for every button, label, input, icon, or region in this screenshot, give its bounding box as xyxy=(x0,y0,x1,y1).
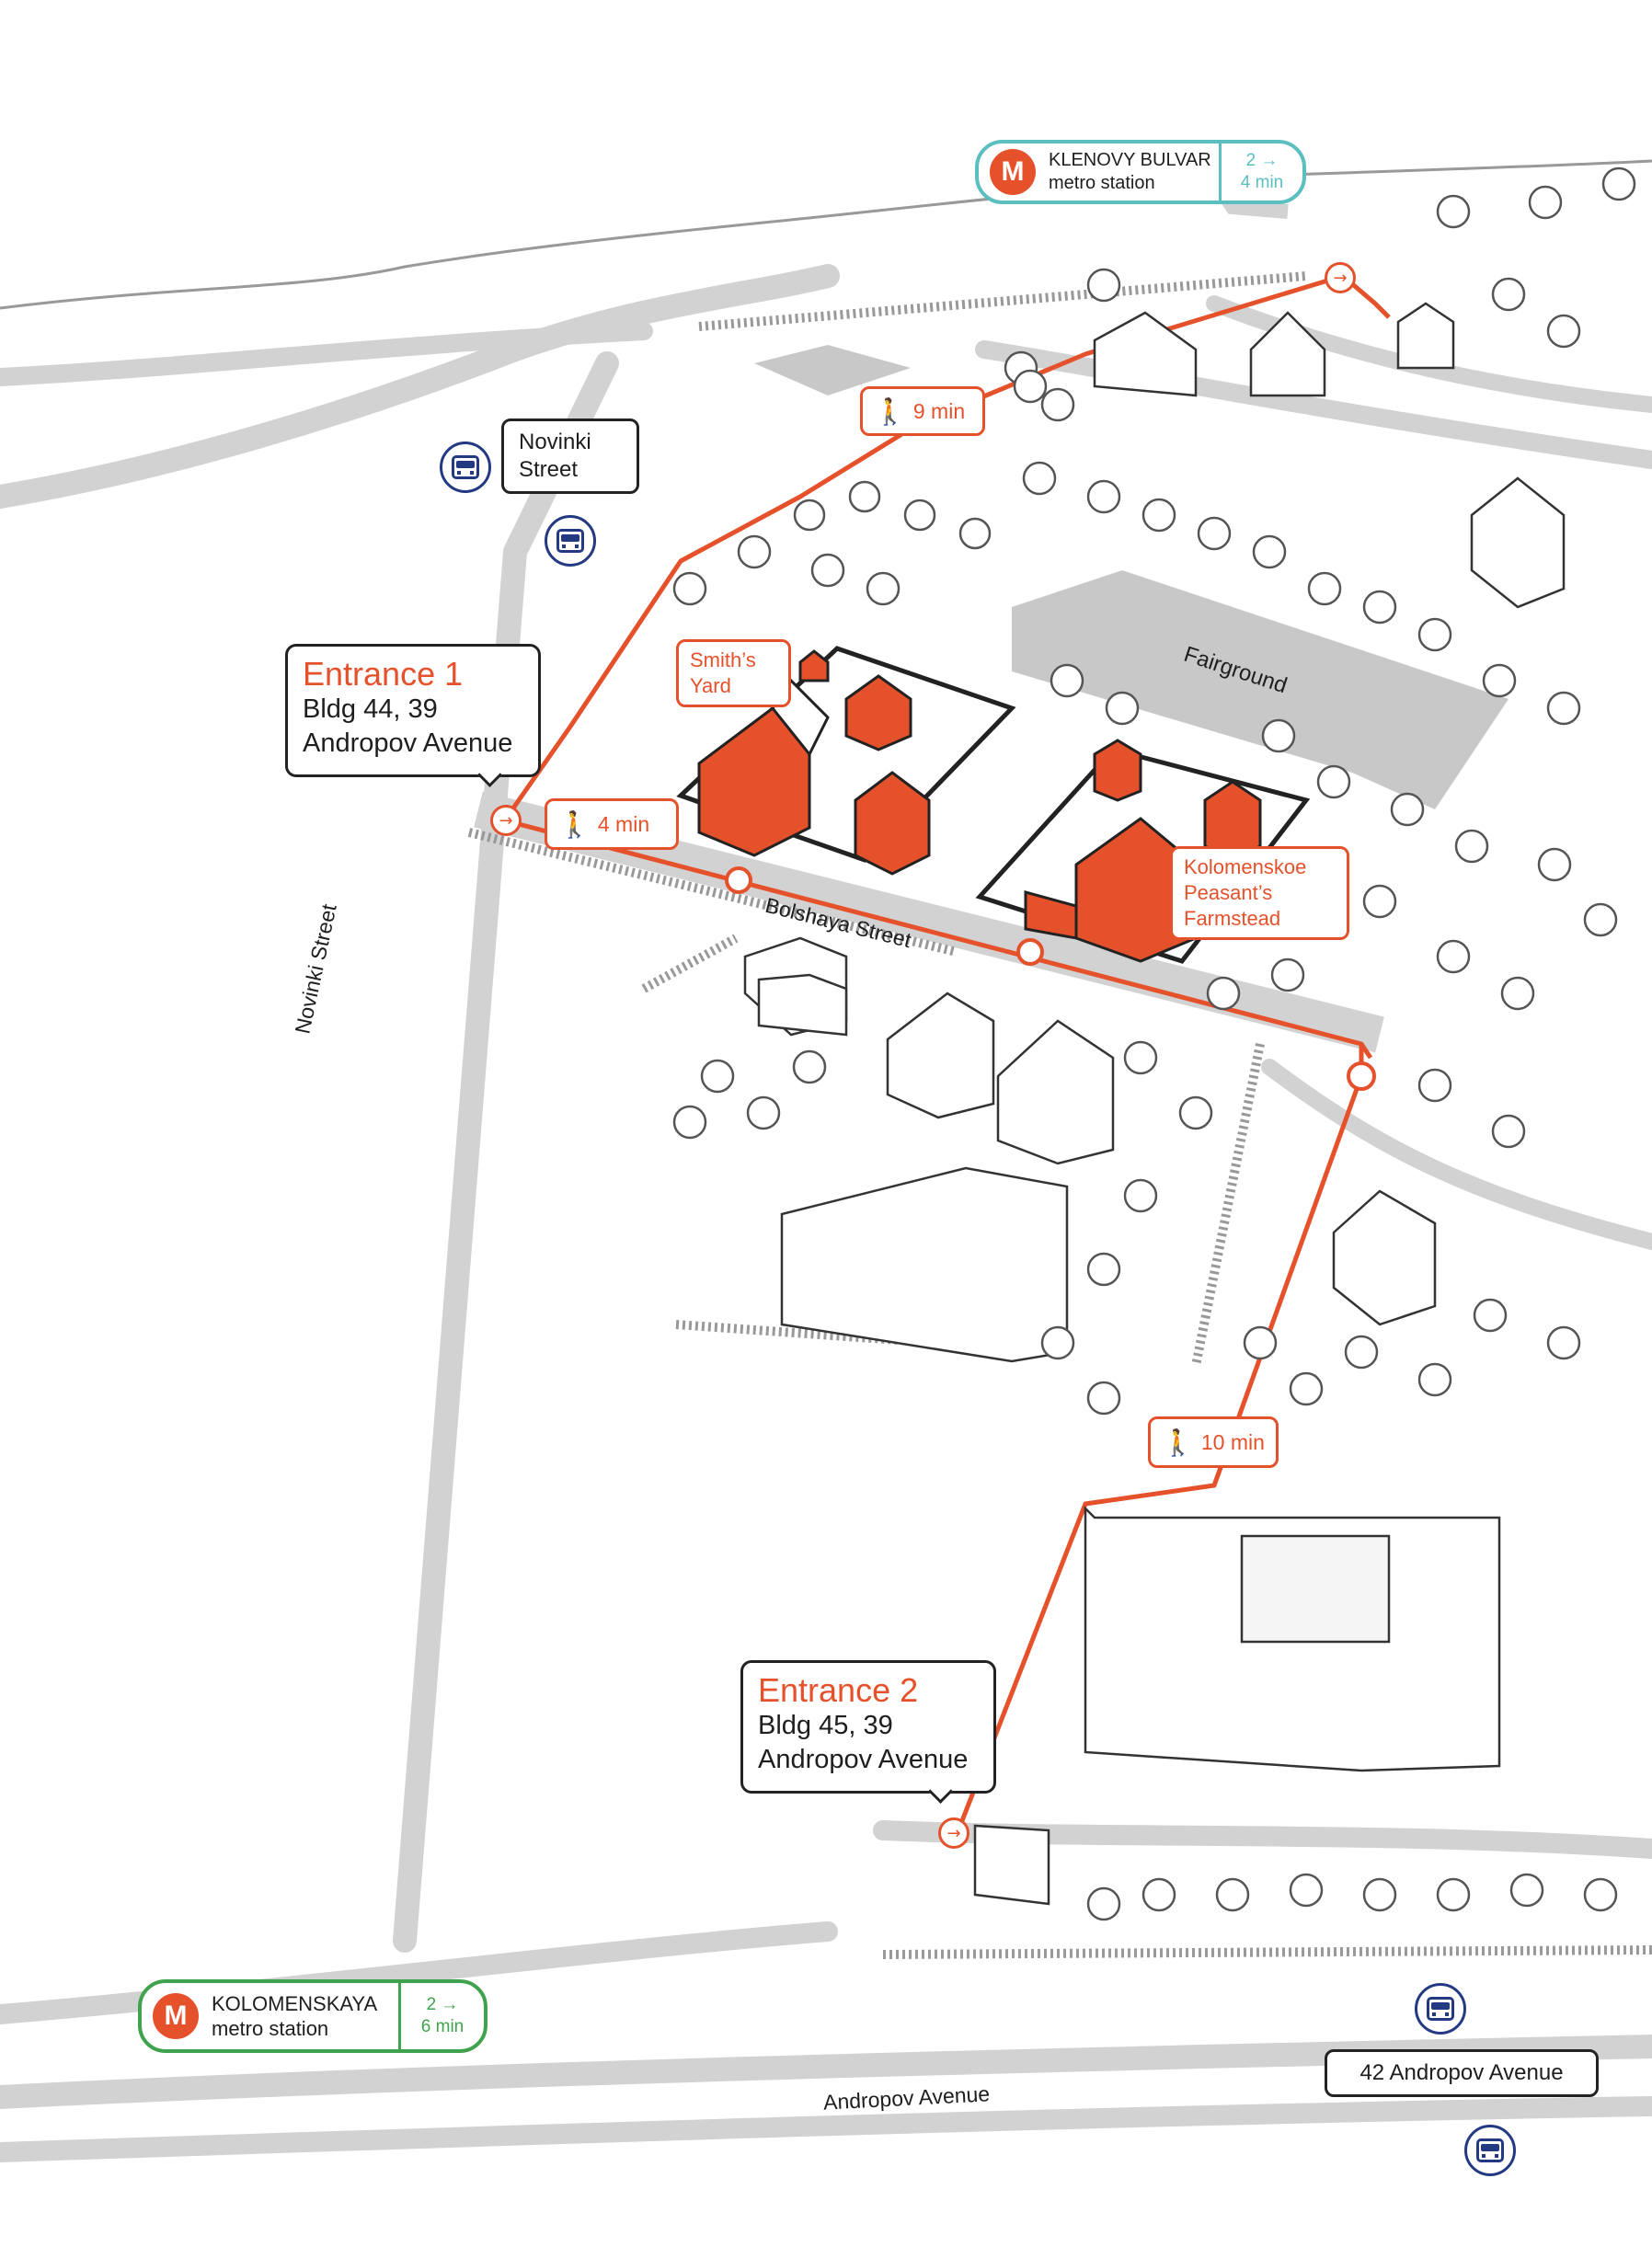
top-entrance-arrow-icon: → xyxy=(1325,262,1356,293)
metro-station-sub: metro station xyxy=(212,2017,329,2040)
metro-kolomenskaya[interactable]: M KOLOMENSKAYA metro station 2 → 6 min xyxy=(138,1979,488,2053)
entrance-2-arrow-icon: → xyxy=(938,1817,969,1849)
walker-icon: 🚶 xyxy=(874,396,906,427)
trees xyxy=(672,166,1636,1921)
kolomenskoe-line2: Peasant’s xyxy=(1184,881,1273,904)
kolomenskoe-line3: Farmstead xyxy=(1184,907,1281,930)
smiths-yard-label[interactable]: Smith’s Yard xyxy=(676,639,791,707)
metro-time: 6 min xyxy=(420,2017,465,2036)
bus-icon[interactable] xyxy=(545,515,596,567)
walk-time-9: 🚶 9 min xyxy=(860,386,985,436)
entrance-1-title: Entrance 1 xyxy=(303,655,464,693)
bus-stop-line2: Street xyxy=(519,457,579,482)
bus-icon[interactable] xyxy=(440,441,491,493)
bus-icon[interactable] xyxy=(1464,2125,1516,2176)
metro-walk-time: 2 → 4 min xyxy=(1219,143,1302,201)
walk-time-10: 🚶 10 min xyxy=(1148,1416,1279,1468)
walk-time-4: 🚶 4 min xyxy=(545,798,679,850)
parking-area xyxy=(754,345,911,396)
river-bank xyxy=(0,159,1652,310)
entrance-1-arrow-icon: → xyxy=(490,805,522,836)
bus-stop-novinki-label: Novinki Street xyxy=(501,418,639,494)
walker-icon: 🚶 xyxy=(558,808,591,840)
entrance-2-line2: Andropov Avenue xyxy=(758,1745,969,1774)
metro-station-sub: metro station xyxy=(1049,173,1155,193)
entrance-1-line1: Bldg 44, 39 xyxy=(303,694,438,724)
walk-time-label: 9 min xyxy=(912,398,966,423)
entrance-2-callout[interactable]: Entrance 2 Bldg 45, 39 Andropov Avenue xyxy=(740,1660,996,1804)
smiths-yard-text: Smith’s Yard xyxy=(690,648,756,697)
metro-freq: 2 → xyxy=(1245,151,1279,170)
entrance-1-line2: Andropov Avenue xyxy=(303,728,513,758)
entrance-1-callout[interactable]: Entrance 1 Bldg 44, 39 Andropov Avenue xyxy=(285,644,541,787)
entrance-2-title: Entrance 2 xyxy=(758,1671,919,1709)
bus-stop-line1: Novinki xyxy=(519,430,591,454)
kolomenskoe-line1: Kolomenskoe xyxy=(1184,855,1307,878)
metro-logo-icon: M xyxy=(990,149,1036,195)
kolomenskoe-farmstead-label[interactable]: Kolomenskoe Peasant’s Farmstead xyxy=(1170,846,1349,940)
metro-time: 4 min xyxy=(1240,173,1284,192)
metro-station-name: KOLOMENSKAYA xyxy=(212,1992,378,2015)
metro-klenovy-bulvar[interactable]: M KLENOVY BULVAR metro station 2 → 4 min xyxy=(975,140,1306,204)
metro-walk-time: 2 → 6 min xyxy=(398,1983,484,2049)
fairground-area xyxy=(1012,570,1509,809)
metro-station-name: KLENOVY BULVAR xyxy=(1049,150,1211,170)
other-buildings xyxy=(743,302,1566,1906)
route-markers xyxy=(725,866,1376,1091)
entrance-2-line1: Bldg 45, 39 xyxy=(758,1711,893,1740)
bus-stop-andropov-label: 42 Andropov Avenue xyxy=(1325,2049,1599,2097)
metro-logo-icon: M xyxy=(153,1993,199,2039)
highlight-buildings xyxy=(697,649,1262,963)
bus-icon[interactable] xyxy=(1415,1983,1466,2035)
metro-freq: 2 → xyxy=(426,1995,459,2014)
bus-stop-line1: 42 Andropov Avenue xyxy=(1359,2060,1564,2085)
walker-icon: 🚶 xyxy=(1162,1427,1194,1458)
walk-time-label: 10 min xyxy=(1200,1429,1265,1454)
walk-time-label: 4 min xyxy=(597,811,650,836)
